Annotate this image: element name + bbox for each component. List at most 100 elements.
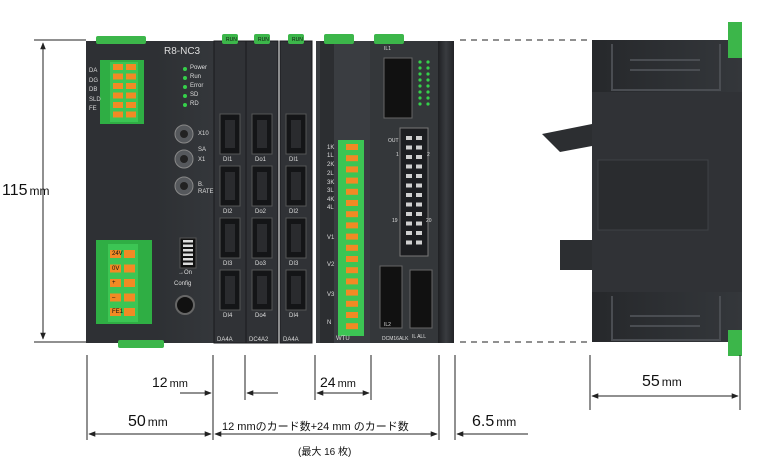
wide-terminal-lever [346,244,358,251]
wide-terminal-lever [346,188,358,195]
dcm-led [426,78,430,82]
top-clip [96,36,146,44]
header-pin [406,183,412,188]
switch-label: X1 [198,157,206,163]
wide-terminal-lever [346,289,358,296]
power-terminal-lever [124,293,135,302]
dcm-led [418,90,422,94]
dcm-label: 20 [426,218,432,224]
card-max-note: (最大 16 枚) [298,447,352,458]
io-cards-narrow [213,34,313,344]
connector-cavity [291,120,301,148]
led-label: RD [190,101,199,107]
dcm-led [426,66,430,70]
wide-card-term-label: 1K [327,145,335,151]
dip-lever [183,244,193,247]
dcm-label: IL2 [384,322,391,328]
dcm-led [418,60,422,64]
dcm-label: DCM16ALK [382,336,409,342]
wide-card-term-label: 1L [327,153,334,159]
terminal-top-label: DA [89,68,98,74]
terminal-block-top [100,60,144,124]
header-pin [406,136,412,140]
card-slot-label: DI3 [289,261,299,267]
terminal-lever [113,92,123,99]
connector-cavity [225,276,235,304]
connector-cavity [291,276,301,304]
wide-terminal-lever [346,256,358,262]
terminal-block-power [96,240,152,324]
led-label: Run [190,74,202,80]
dcm-led [418,96,422,100]
config-on-label: →On [178,270,193,276]
dcm-label: IL ALL [412,334,426,340]
terminal-lever [126,102,136,108]
wide-terminal-lever [346,155,358,162]
header-pin [416,221,422,226]
wide-terminal-lever [346,144,358,150]
header-pin [416,183,422,188]
switch-label: B. [198,182,204,188]
dip-lever [183,262,193,265]
card-clip [254,34,270,44]
card-slot-label: DI3 [223,261,233,267]
dcm-led [426,72,430,76]
header-pin [406,155,412,159]
terminal-lever [113,64,123,70]
card-slot-label: Do4 [255,313,267,319]
power-terminal-label: FE1 [112,309,124,315]
header-pin [406,231,412,235]
wide-card-term-label: 4L [327,205,334,211]
io-card-dcm [370,34,438,343]
side-clip-top [728,22,742,58]
header-pin [406,221,412,226]
power-terminal-lever [124,308,135,316]
wide-card-term-label: 2K [327,162,335,168]
terminal-lever [113,102,123,108]
header-pin [416,164,422,169]
dcm-led [418,66,422,70]
dcm-led [426,60,430,64]
terminal-lever [126,83,136,89]
connector-cavity [291,224,301,252]
header-pin [416,212,422,216]
terminal-top-label: DG [89,77,98,84]
wide-terminal-lever [346,166,358,173]
terminal-lever [113,73,123,80]
terminal-top-label: FE [89,106,97,112]
dip-lever [183,258,193,261]
terminal-lever [126,111,136,118]
dcm-label: 1 [396,152,399,158]
wide-card-name: WTU [336,336,350,342]
run-label: RUN [292,37,303,43]
header-pin [416,145,422,150]
side-clip-bottom [728,330,742,356]
rotary-switches [174,124,194,196]
wide-card-term-label: N [327,320,332,326]
dcm-led [426,90,430,94]
terminal-top-label: SLD [89,96,101,103]
dcm-label: OUT [388,138,399,144]
wide-card-term-label: V2 [327,262,335,268]
connector-cavity [291,172,301,200]
card-slot-label: DI2 [223,209,233,215]
wide-terminal-lever [346,233,358,240]
terminal-lever [126,64,136,70]
card-clip [222,34,238,44]
card-slot-label: DI1 [223,157,233,163]
power-terminal-label: 0V [112,265,120,272]
wide-card-term-label: 3L [327,188,334,194]
config-label: Config [174,281,192,287]
header-pin [406,145,412,150]
header-pin [406,212,412,216]
wide-card-term-label: 4K [327,197,335,203]
power-terminal-lever [110,308,121,316]
power-terminal-lever [124,279,135,287]
header-pin [416,202,422,207]
dip-lever [183,253,193,256]
